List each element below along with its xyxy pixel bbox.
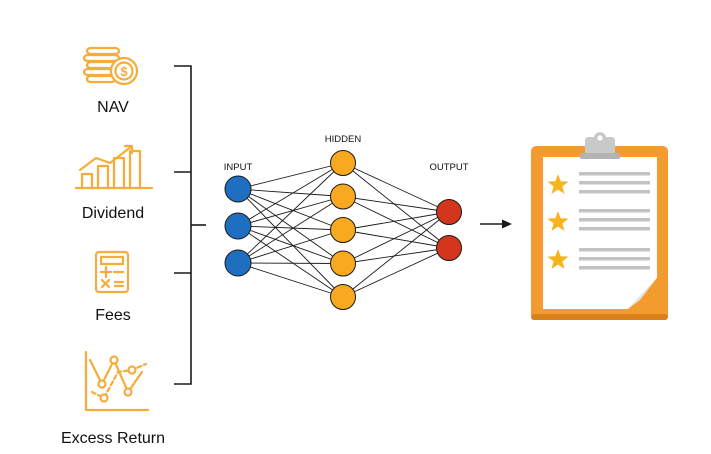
star-icon <box>547 249 569 269</box>
feature-label-fees: Fees <box>95 307 131 324</box>
network-edge <box>237 162 344 227</box>
network-edge <box>237 188 344 298</box>
clipboard-rating-icon <box>531 132 668 320</box>
feature-label-excess-return: Excess Return <box>61 430 165 447</box>
network-edge <box>237 188 344 231</box>
network-nodes <box>224 150 462 310</box>
svg-text:$: $ <box>120 64 128 79</box>
line-graph-icon <box>84 350 150 412</box>
network-edge <box>342 211 450 231</box>
network-edge <box>237 162 344 190</box>
hidden-node <box>330 250 356 277</box>
input-layer-label: INPUT <box>224 162 253 173</box>
network-edge <box>237 262 344 264</box>
network-edge <box>342 196 450 249</box>
network-edge <box>342 211 450 264</box>
star-icon <box>547 174 569 194</box>
star-icon <box>547 211 569 231</box>
network-edge <box>237 188 344 264</box>
feature-label-dividend: Dividend <box>82 205 144 222</box>
network-edge <box>237 188 344 197</box>
output-node <box>436 199 462 225</box>
input-node <box>224 175 252 203</box>
network-edge <box>237 162 344 264</box>
network-edge <box>342 162 450 213</box>
coins-icon: $ <box>82 46 139 86</box>
network-edge <box>237 225 344 298</box>
input-node <box>224 249 252 277</box>
hidden-node <box>330 217 356 243</box>
feature-bracket <box>174 65 206 385</box>
network-edge <box>342 247 450 264</box>
network-edge <box>237 196 344 264</box>
output-node <box>436 235 462 261</box>
output-layer-label: OUTPUT <box>429 162 468 173</box>
bar-chart-trend-icon <box>74 144 154 190</box>
network-edge <box>237 225 344 264</box>
network-edge <box>342 229 450 249</box>
hidden-node <box>330 183 356 210</box>
network-edge <box>237 225 344 231</box>
network-edge <box>237 262 344 298</box>
network-connections <box>237 162 450 298</box>
input-node <box>224 212 252 240</box>
network-edge <box>342 247 450 298</box>
feature-label-nav: NAV <box>97 99 129 116</box>
hidden-node <box>330 150 356 176</box>
hidden-layer-label: HIDDEN <box>325 134 362 145</box>
network-edge <box>342 162 450 249</box>
network-edge <box>237 229 344 264</box>
network-edge <box>342 196 450 213</box>
calculator-icon <box>94 250 130 294</box>
network-edge <box>237 196 344 227</box>
network-edge <box>342 211 450 298</box>
hidden-node <box>330 284 356 310</box>
output-arrow <box>480 219 512 229</box>
